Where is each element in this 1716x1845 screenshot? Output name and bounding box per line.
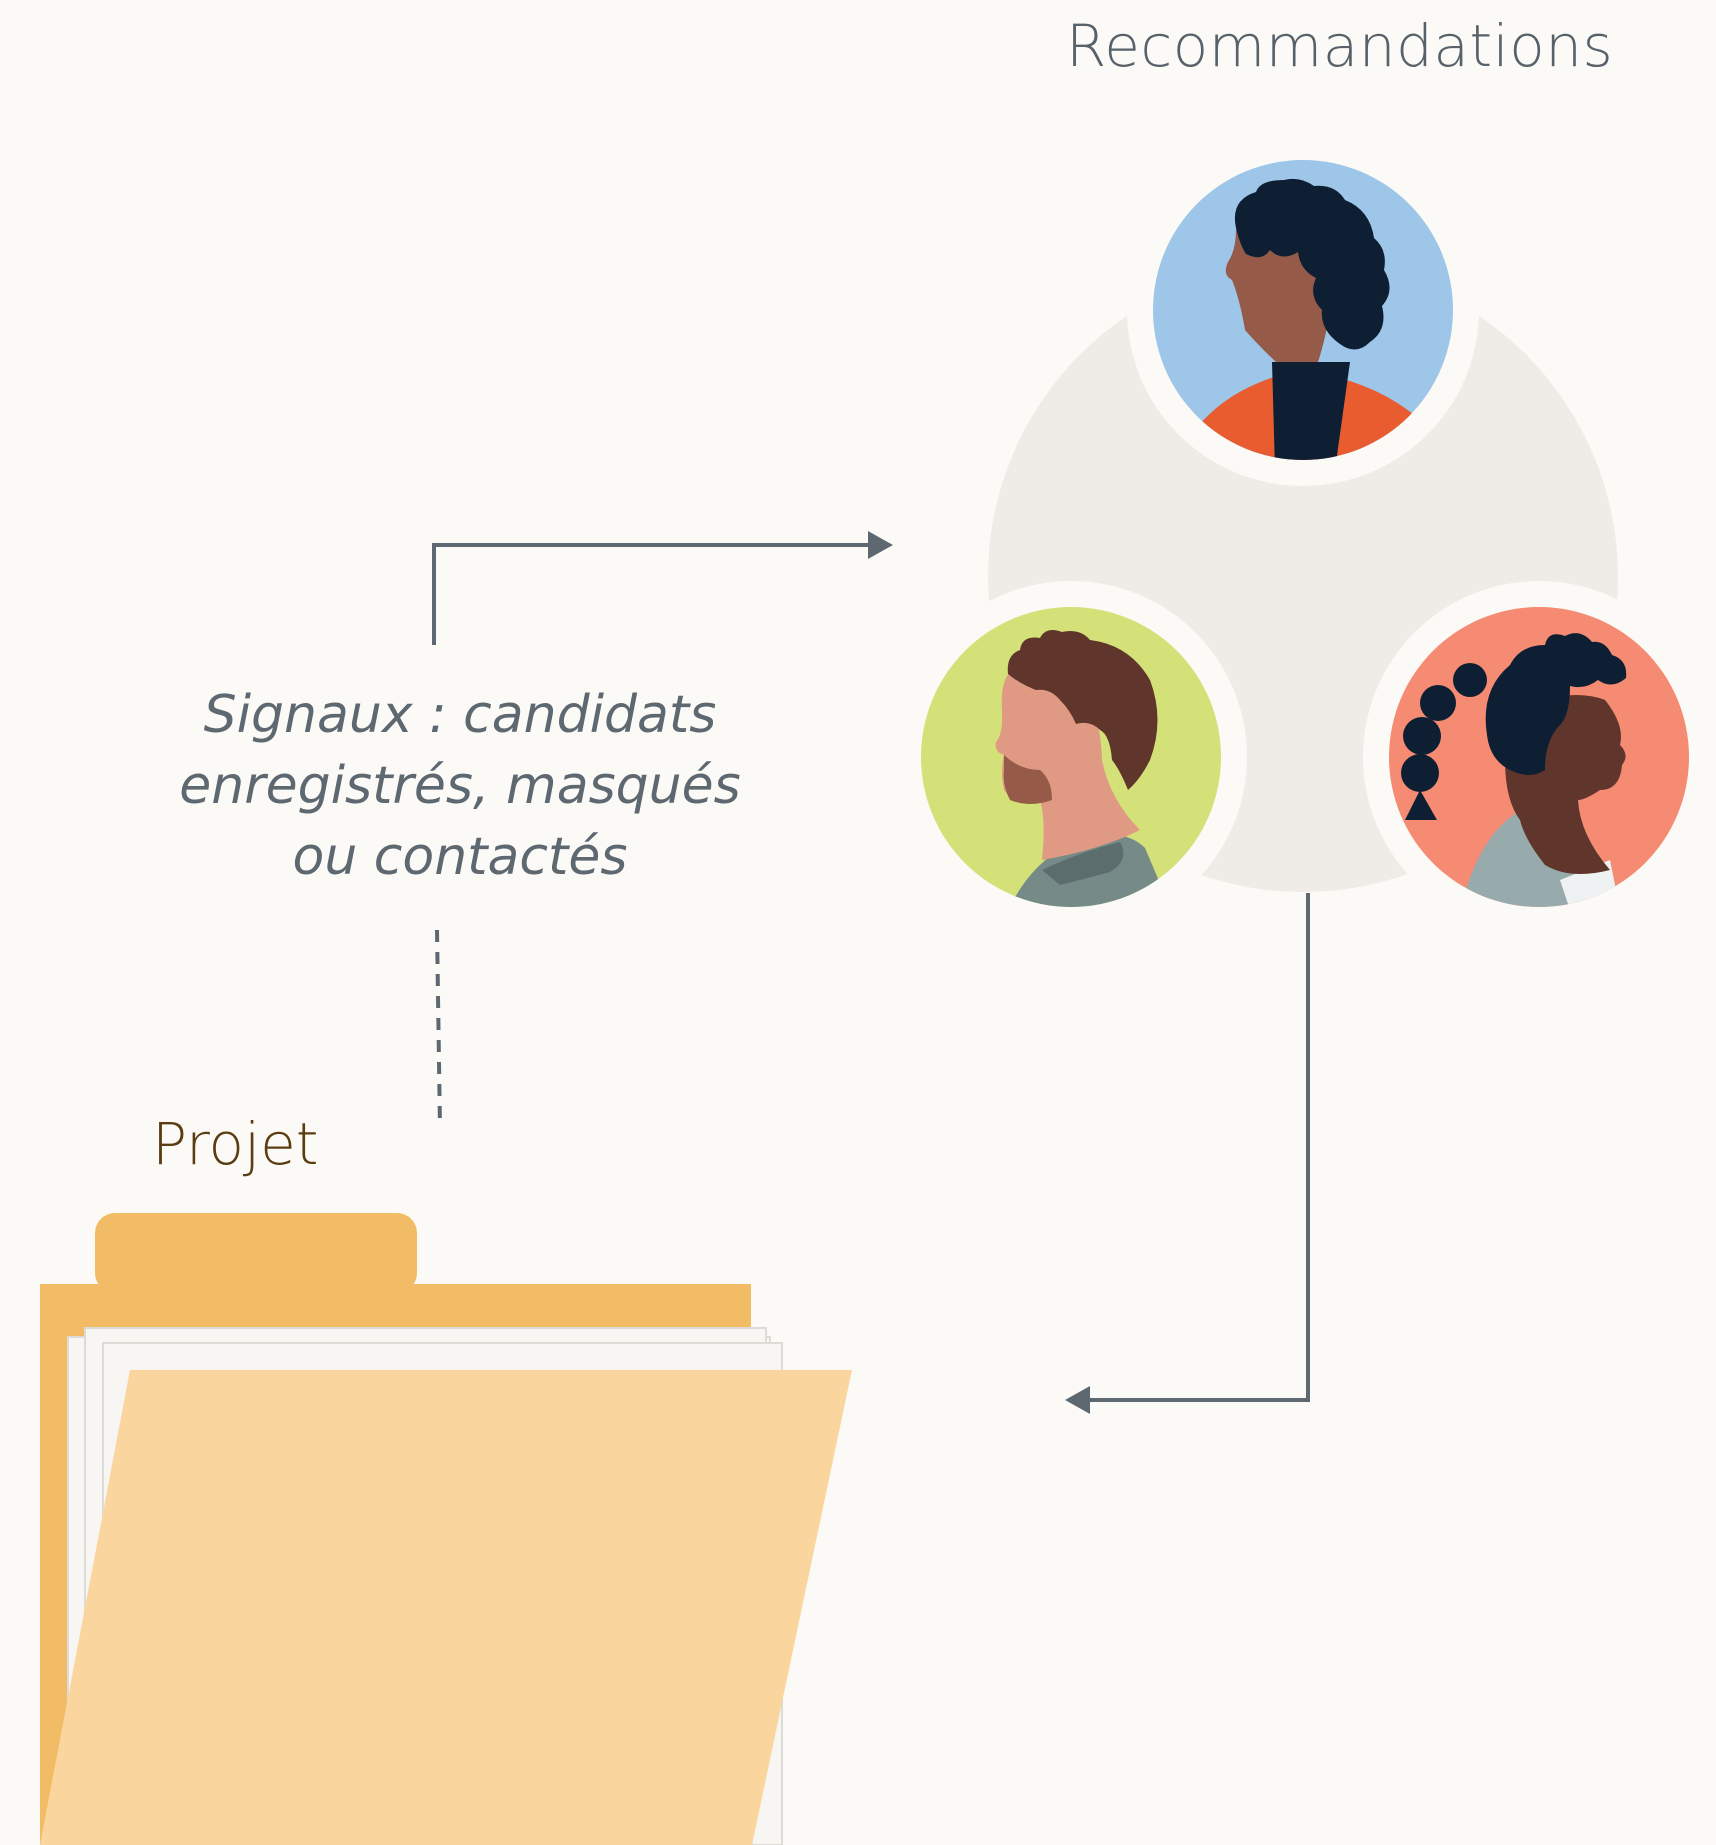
signals-to-recommendations-arrow: [432, 531, 893, 645]
project-title: Projet: [152, 1110, 319, 1178]
recommendations-to-project-arrow: [1065, 893, 1310, 1414]
recommendations-title: Recommandations: [1066, 12, 1614, 80]
avatar-top: [1127, 134, 1479, 486]
project-folder-icon: [40, 1213, 852, 1845]
project-signals-dashed-link: [435, 929, 442, 1129]
signals-caption: Signaux : candidats enregistrés, masqués…: [179, 685, 741, 887]
avatar-left: [895, 581, 1247, 933]
avatar-right: [1363, 581, 1715, 933]
